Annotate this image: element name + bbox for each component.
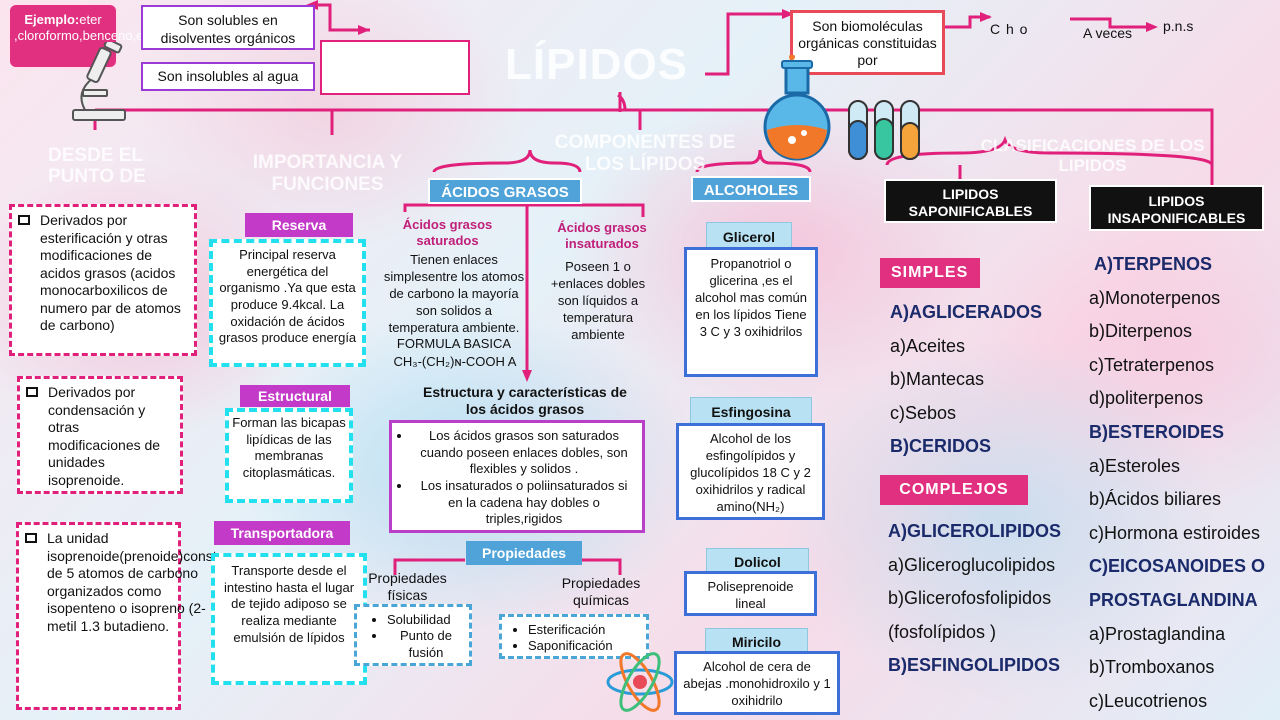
insaponificables-list: A)TERPENOS a)Monoterpenos b)Diterpenos c… bbox=[1089, 248, 1279, 718]
estructura-item: Los ácidos grasos son saturados cuando p… bbox=[412, 428, 636, 478]
fisicas-item: Solubilidad bbox=[387, 612, 465, 628]
propiedades-label: Propiedades bbox=[466, 541, 582, 565]
pns-label: p.n.s bbox=[1163, 18, 1194, 34]
fisicas-item: Punto de fusión bbox=[387, 628, 465, 661]
page-title: LÍPIDOS bbox=[505, 40, 689, 89]
reserva-text: Principal reserva energética del organis… bbox=[209, 239, 366, 367]
insapon-item: d)politerpenos bbox=[1089, 388, 1204, 409]
insapon-item: b)Tromboxanos bbox=[1089, 657, 1215, 678]
fisicas-box: Solubilidad Punto de fusión bbox=[354, 604, 472, 666]
formula-text: CH₃-(CH₂)ɴ-COOH A bbox=[393, 354, 517, 369]
insapon-item: C)EICOSANOIDES O bbox=[1089, 556, 1266, 577]
estructura-title: Estructura y características de los ácid… bbox=[423, 384, 627, 417]
acidos-grasos-header: ÁCIDOS GRASOS bbox=[428, 178, 582, 204]
glicerol-text: Propanotriol o glicerina ,es el alcohol … bbox=[684, 247, 818, 377]
left-box-isoprenoide: La unidad isoprenoide(prenoide)consta de… bbox=[16, 522, 224, 710]
complejos-item: A)GLICEROLIPIDOS bbox=[888, 521, 1062, 541]
empty-box bbox=[320, 40, 470, 95]
complejos-item: (fosfolípidos ) bbox=[888, 621, 997, 642]
checkbox-icon bbox=[18, 215, 30, 225]
insoluble-box: Son insolubles al agua bbox=[141, 62, 315, 91]
left-text: Derivados por condensación y otras modif… bbox=[48, 384, 161, 488]
esfingosina-text: Alcohol de los esfingolípidos y glucolíp… bbox=[676, 423, 825, 520]
checkbox-icon bbox=[25, 533, 37, 543]
saturados-text: Tienen enlaces simplesentre los atomos d… bbox=[383, 252, 525, 352]
miricilo-label: Miricilo bbox=[705, 628, 808, 655]
dolicol-text: Polisepreno­ide lineal bbox=[684, 571, 817, 616]
insapon-item: a)Monoterpenos bbox=[1089, 287, 1221, 308]
simples-item: B)CERIDOS bbox=[890, 436, 992, 457]
saturados-title: Ácidos grasos saturados bbox=[402, 217, 493, 248]
left-box-condensacion: Derivados por condensación y otras modif… bbox=[17, 376, 183, 494]
fisicas-title: Propiedades físicas bbox=[368, 570, 447, 603]
microscope-icon bbox=[72, 42, 126, 121]
section-clasificaciones: CLASIFICACIONES DE LOS LIPIDOS bbox=[980, 136, 1205, 172]
insaponificables-header: LIPIDOS INSAPONIFICABLES bbox=[1089, 185, 1264, 231]
transportadora-text: Transporte desde el intestino hasta el l… bbox=[211, 553, 367, 685]
estructura-item: Los insaturados o poliinsaturados si en … bbox=[412, 478, 636, 528]
test-tubes-icon bbox=[848, 100, 920, 160]
estructura-box: Los ácidos grasos son saturados cuando p… bbox=[389, 420, 645, 533]
insapon-item: a)Esteroles bbox=[1089, 455, 1181, 476]
example-text: eter ,cloroformo,benceno,etc bbox=[14, 12, 154, 44]
atom-icon bbox=[606, 652, 674, 712]
insapon-item: A)TERPENOS bbox=[1094, 254, 1213, 274]
simples-item: A)AGLICERADOS bbox=[890, 302, 1042, 322]
complejos-list: A)GLICEROLIPIDOS a)Gliceroglucolipidos b… bbox=[888, 515, 1061, 683]
section-componentes: COMPONENTES DE LOS LÍPIDOS bbox=[554, 132, 736, 172]
a-veces-label: A veces bbox=[1083, 25, 1133, 41]
label-estructural: Estructural bbox=[240, 385, 350, 407]
insapon-item: PROSTAGLANDINA bbox=[1089, 589, 1258, 610]
insapon-item: c)Leucotrienos bbox=[1089, 690, 1208, 711]
biomolecules-box: Son biomoléculas orgánicas constituidas … bbox=[790, 10, 945, 75]
quimicas-item: Esterificación bbox=[528, 622, 642, 638]
checkbox-icon bbox=[26, 387, 38, 397]
miricilo-text: Alcohol de cera de abejas .monohidroxilo… bbox=[674, 651, 840, 715]
flask-icon bbox=[763, 55, 831, 161]
complejos-item: B)ESFINGOLIPIDOS bbox=[888, 655, 1061, 676]
quimicas-box: Esterificación Saponificación bbox=[499, 614, 649, 659]
left-box-esterificacion: Derivados por esterificación y otras mod… bbox=[9, 204, 197, 356]
simples-item: c)Sebos bbox=[890, 402, 957, 423]
complejos-item: b)Glicerofosfolipidos bbox=[888, 588, 1052, 609]
insapon-item: a)Prostaglandina bbox=[1089, 623, 1226, 644]
section-importancia: IMPORTANCIA Y FUNCIONES bbox=[252, 152, 403, 195]
estructural-text: Forman las bicapas lipídicas de las memb… bbox=[225, 408, 353, 503]
simples-label: SIMPLES bbox=[880, 258, 980, 288]
insaturados-title: Ácidos grasos insaturados bbox=[557, 220, 647, 251]
complejos-label: COMPLEJOS bbox=[880, 475, 1028, 505]
insapon-item: B)ESTEROIDES bbox=[1089, 421, 1225, 442]
quimicas-item: Saponificación bbox=[528, 638, 642, 654]
simples-list: A)AGLICERADOS a)Aceites b)Mantecas c)Seb… bbox=[890, 296, 1042, 464]
section-desde: DESDE EL PUNTO DE bbox=[48, 145, 146, 187]
left-text: La unidad isoprenoide(prenoide)consta de… bbox=[47, 530, 225, 634]
complejos-item: a)Gliceroglucolipidos bbox=[888, 554, 1056, 575]
insapon-item: c)Hormona estiroides bbox=[1089, 522, 1261, 543]
saponificables-header: LIPIDOS SAPONIFICABLES bbox=[884, 179, 1057, 223]
soluble-box: Son solubles en disolventes orgánicos bbox=[141, 5, 315, 50]
insapon-item: b)Ácidos biliares bbox=[1089, 489, 1222, 510]
label-reserva: Reserva bbox=[245, 213, 353, 237]
insapon-item: c)Tetraterpenos bbox=[1089, 354, 1215, 375]
left-text: Derivados por esterificación y otras mod… bbox=[40, 212, 181, 333]
dolicol-label: Dolicol bbox=[706, 548, 809, 575]
simples-item: a)Aceites bbox=[890, 335, 966, 356]
cho-label: C h o bbox=[990, 21, 1029, 37]
insaturados-text: Poseen 1 o +enlaces dobles son líquidos … bbox=[550, 259, 646, 342]
alcoholes-header: ALCOHOLES bbox=[691, 176, 811, 202]
example-prefix: Ejemplo: bbox=[24, 12, 80, 27]
quimicas-title: Propiedades químicas bbox=[561, 575, 641, 608]
insapon-item: b)Diterpenos bbox=[1089, 321, 1193, 342]
esfingosina-label: Esfingosina bbox=[690, 397, 812, 425]
label-transportadora: Transportadora bbox=[214, 521, 350, 545]
example-badge: Ejemplo:eter ,cloroformo,benceno,etc bbox=[8, 3, 153, 69]
glicerol-label: Glicerol bbox=[706, 222, 792, 250]
simples-item: b)Mantecas bbox=[890, 369, 985, 390]
